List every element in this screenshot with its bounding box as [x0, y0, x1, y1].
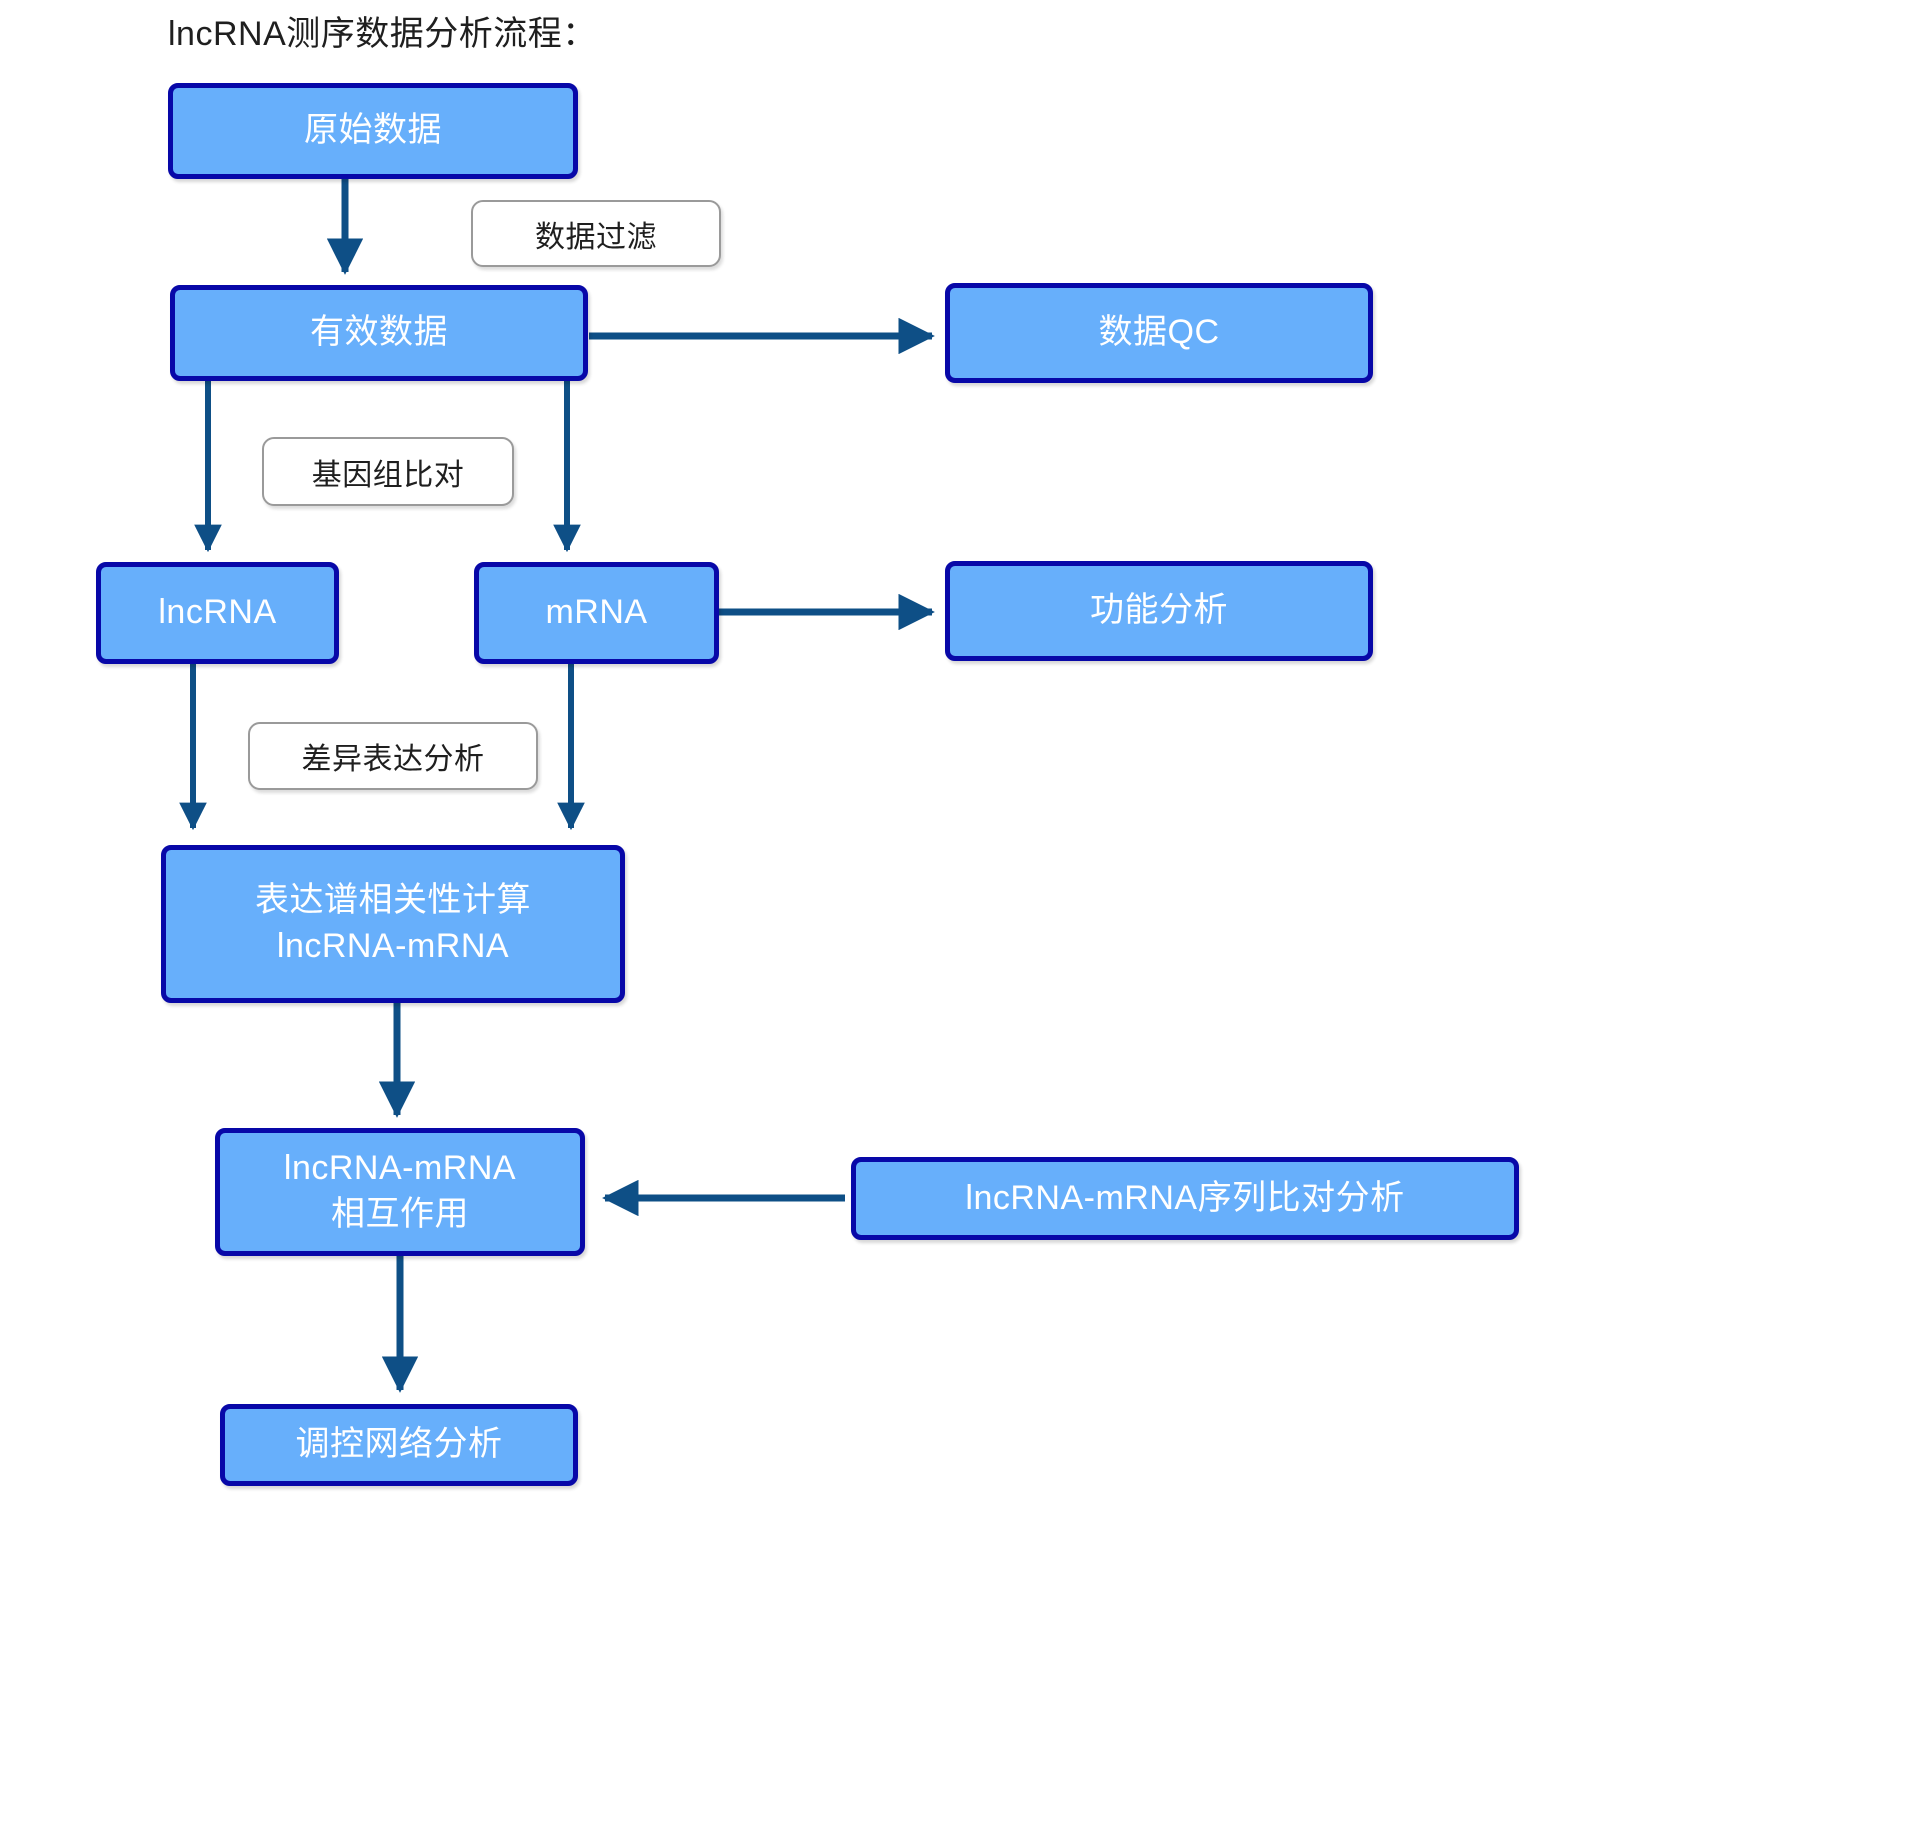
node-lncrna[interactable]: lncRNA — [96, 562, 339, 664]
edge-label-deg-analysis: 差异表达分析 — [248, 722, 538, 790]
node-regulatory-network[interactable]: 调控网络分析 — [220, 1404, 578, 1486]
edge-label-genome-mapping: 基因组比对 — [262, 437, 514, 506]
edge-label-genome-mapping-text: 基因组比对 — [311, 458, 465, 492]
node-sequence-alignment[interactable]: lncRNA-mRNA序列比对分析 — [851, 1157, 1519, 1240]
edge-label-data-filter-text: 数据过滤 — [535, 220, 657, 254]
node-lncrna-label: lncRNA — [158, 593, 277, 632]
node-correlation-calc-label: 表达谱相关性计算 lncRNA-mRNA — [255, 881, 531, 965]
node-data-qc-label: 数据QC — [1098, 313, 1220, 352]
node-mrna-label: mRNA — [545, 593, 648, 632]
node-regulatory-network-label: 调控网络分析 — [295, 1425, 503, 1464]
node-valid-data-label: 有效数据 — [310, 313, 448, 352]
node-raw-data[interactable]: 原始数据 — [168, 83, 578, 179]
node-data-qc[interactable]: 数据QC — [945, 283, 1373, 383]
node-valid-data[interactable]: 有效数据 — [170, 285, 588, 381]
edge-label-deg-analysis-text: 差异表达分析 — [301, 743, 485, 776]
node-sequence-alignment-label: lncRNA-mRNA序列比对分析 — [965, 1178, 1405, 1217]
edge-label-data-filter: 数据过滤 — [471, 200, 721, 267]
page-title: lncRNA测序数据分析流程： — [168, 15, 597, 53]
node-lncrna-mrna-interaction[interactable]: lncRNA-mRNA 相互作用 — [215, 1128, 585, 1256]
node-function-analysis-label: 功能分析 — [1090, 591, 1228, 630]
node-function-analysis[interactable]: 功能分析 — [945, 561, 1373, 661]
node-lncrna-mrna-interaction-label: lncRNA-mRNA 相互作用 — [283, 1149, 517, 1233]
node-mrna[interactable]: mRNA — [474, 562, 719, 664]
node-correlation-calc[interactable]: 表达谱相关性计算 lncRNA-mRNA — [161, 845, 625, 1003]
node-raw-data-label: 原始数据 — [304, 111, 442, 150]
